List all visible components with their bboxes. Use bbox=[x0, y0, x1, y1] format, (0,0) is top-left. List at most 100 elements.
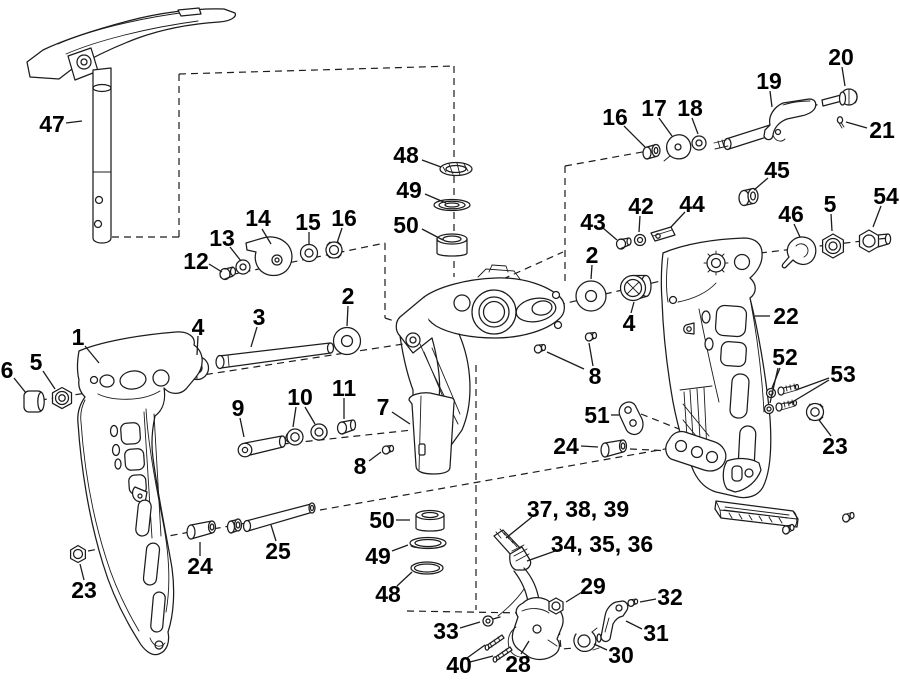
leader-line bbox=[623, 125, 646, 148]
callout-1: 1 bbox=[72, 324, 85, 350]
leader-line bbox=[208, 263, 223, 273]
leader-line bbox=[424, 193, 447, 204]
callout-31: 31 bbox=[643, 620, 669, 646]
callout-13: 13 bbox=[209, 225, 235, 251]
callout-33: 33 bbox=[433, 618, 459, 644]
callout-21: 21 bbox=[869, 117, 895, 143]
part-washer-2-right bbox=[575, 280, 607, 312]
line-art bbox=[23, 7, 892, 663]
leader-line bbox=[304, 406, 316, 425]
leader-line bbox=[580, 445, 599, 448]
callout-3: 3 bbox=[253, 304, 266, 330]
callout-23: 23 bbox=[822, 433, 848, 459]
leader-line bbox=[769, 90, 773, 108]
leader-line bbox=[42, 370, 56, 390]
callout-18: 18 bbox=[677, 95, 703, 121]
part-nut-5-right bbox=[821, 233, 845, 259]
callout-44: 44 bbox=[679, 191, 705, 217]
part-washer-2-left bbox=[332, 326, 362, 356]
callout-46: 46 bbox=[778, 201, 804, 227]
leader-line bbox=[336, 227, 343, 244]
leader-line bbox=[691, 117, 699, 135]
callout-19: 19 bbox=[756, 68, 782, 94]
callout-8: 8 bbox=[354, 453, 367, 479]
part-cable-clamp-group-28-40 bbox=[482, 528, 639, 663]
part-anode-26-27 bbox=[714, 500, 855, 535]
leader-line bbox=[421, 159, 442, 168]
part-bushing-45 bbox=[738, 187, 759, 207]
leader-line bbox=[793, 223, 801, 238]
leader-line bbox=[830, 213, 833, 232]
part-starboard-transom-bracket-22 bbox=[660, 237, 772, 499]
leader-line bbox=[753, 177, 769, 191]
leader-line bbox=[469, 655, 494, 663]
part-seal-washer-bushing-48-49-50-top bbox=[433, 161, 473, 257]
part-steering-arm-47 bbox=[26, 7, 236, 244]
callout-23: 23 bbox=[71, 577, 97, 603]
leader-line bbox=[658, 117, 673, 137]
part-swivel-bracket-7 bbox=[395, 264, 565, 475]
leader-line bbox=[292, 406, 297, 428]
callout-16: 16 bbox=[602, 104, 628, 130]
part-nuts-10 bbox=[285, 423, 328, 446]
leader-line bbox=[565, 591, 583, 603]
callout-49: 49 bbox=[396, 177, 422, 203]
part-port-transom-bracket-1 bbox=[76, 331, 203, 656]
leader-line bbox=[602, 227, 618, 241]
leader-line bbox=[625, 620, 643, 630]
leader-line bbox=[368, 451, 382, 462]
leader-line bbox=[546, 351, 585, 370]
part-bottom-bushing-washers-48-49-50 bbox=[409, 509, 447, 575]
callout-20: 20 bbox=[828, 44, 854, 70]
leader-line bbox=[261, 228, 272, 245]
leader-line bbox=[391, 544, 409, 552]
callout-45: 45 bbox=[764, 157, 790, 183]
leader-line bbox=[84, 345, 100, 364]
callout-16: 16 bbox=[331, 205, 357, 231]
leader-line bbox=[459, 621, 481, 629]
leader-line bbox=[466, 644, 486, 659]
callout-2: 2 bbox=[342, 283, 355, 309]
callout-30: 30 bbox=[608, 642, 634, 668]
part-hardware-52-53-23 bbox=[763, 383, 825, 422]
callout-14: 14 bbox=[245, 205, 271, 231]
callout-28: 28 bbox=[505, 651, 531, 677]
callout-24: 24 bbox=[187, 553, 213, 579]
leader-line bbox=[421, 228, 444, 241]
leader-line bbox=[391, 411, 411, 425]
callout-15: 15 bbox=[295, 209, 321, 235]
part-tilt-lever-group-16-21 bbox=[642, 88, 858, 162]
callout-48: 48 bbox=[393, 142, 419, 168]
callout-52: 52 bbox=[772, 344, 798, 370]
part-pin-9 bbox=[237, 435, 287, 458]
leader-line bbox=[65, 120, 83, 124]
part-bolt-11 bbox=[336, 419, 357, 435]
part-cap-6 bbox=[23, 390, 45, 413]
leader-line bbox=[638, 215, 641, 233]
leader-line bbox=[670, 211, 686, 228]
leader-line bbox=[396, 571, 413, 587]
callout-11: 11 bbox=[332, 375, 357, 401]
callout-5: 5 bbox=[30, 349, 43, 375]
callout-9: 9 bbox=[232, 395, 245, 421]
leader-line bbox=[630, 301, 635, 314]
callout-54: 54 bbox=[873, 183, 899, 209]
part-locknut-54 bbox=[858, 229, 892, 253]
callout-6: 6 bbox=[1, 357, 14, 383]
callout-10: 10 bbox=[287, 384, 313, 410]
part-clevis-46 bbox=[781, 236, 817, 269]
leader-line bbox=[639, 598, 657, 603]
leader-line bbox=[593, 643, 608, 651]
callout-12: 12 bbox=[183, 248, 209, 274]
leader-line bbox=[79, 563, 85, 581]
leader-line bbox=[818, 419, 832, 437]
leader-line bbox=[769, 367, 779, 404]
callout-5: 5 bbox=[824, 191, 837, 217]
part-tilt-tube-3 bbox=[215, 342, 335, 370]
leader-line bbox=[795, 377, 830, 391]
part-hardware-42-43-44 bbox=[615, 226, 676, 250]
callout-25: 25 bbox=[265, 538, 291, 564]
callout-50: 50 bbox=[393, 212, 419, 238]
callout-47: 47 bbox=[39, 111, 65, 137]
